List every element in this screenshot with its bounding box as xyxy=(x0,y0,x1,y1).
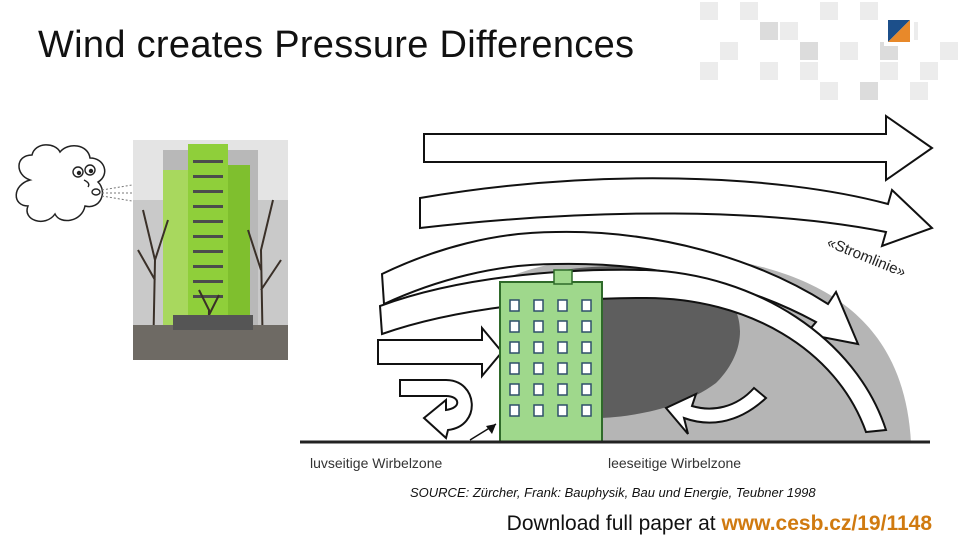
airflow-diagram: «Stromlinie» luvseitige Wirbelzone leese… xyxy=(300,114,934,471)
decorative-squares xyxy=(700,2,958,100)
brand-logo-icon xyxy=(884,16,914,46)
source-citation: SOURCE: Zürcher, Frank: Bauphysik, Bau u… xyxy=(410,485,816,500)
windward-vortex-arrow xyxy=(399,379,473,440)
airflow-arrow-impact xyxy=(377,325,504,379)
wind-cloud-icon xyxy=(15,144,139,223)
leeward-return-arrow xyxy=(664,386,768,435)
download-link[interactable]: www.cesb.cz/19/ xyxy=(721,512,887,535)
inner-wake-zone xyxy=(506,266,740,418)
airflow-arrow-second xyxy=(419,177,934,248)
airflow-arrow-top xyxy=(423,114,934,182)
airflow-arrow-third xyxy=(380,230,860,346)
download-note: Download full paper at www.cesb.cz/19/11… xyxy=(507,512,932,536)
leeward-vortex-label: leeseitige Wirbelzone xyxy=(608,455,741,471)
download-prefix: Download full paper at xyxy=(506,512,722,535)
building-roof-block xyxy=(553,269,573,285)
building-photo xyxy=(133,140,288,360)
windward-vortex-label: luvseitige Wirbelzone xyxy=(310,455,442,471)
paper-id: 1148 xyxy=(886,512,932,535)
slide-title: Wind creates Pressure Differences xyxy=(38,24,635,66)
